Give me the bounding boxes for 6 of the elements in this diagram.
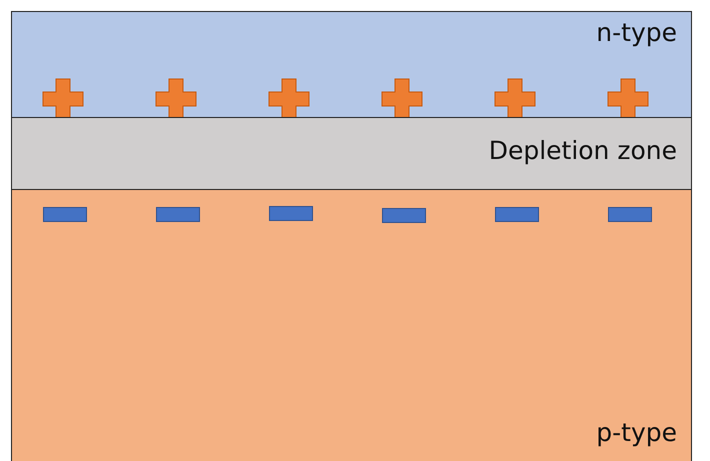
region-label: p-type xyxy=(596,418,677,447)
semiconductor-region xyxy=(11,117,692,190)
semiconductor-region xyxy=(11,189,692,461)
region-label: n-type xyxy=(596,18,677,47)
semiconductor-region xyxy=(11,11,692,118)
region-label: Depletion zone xyxy=(488,136,677,165)
